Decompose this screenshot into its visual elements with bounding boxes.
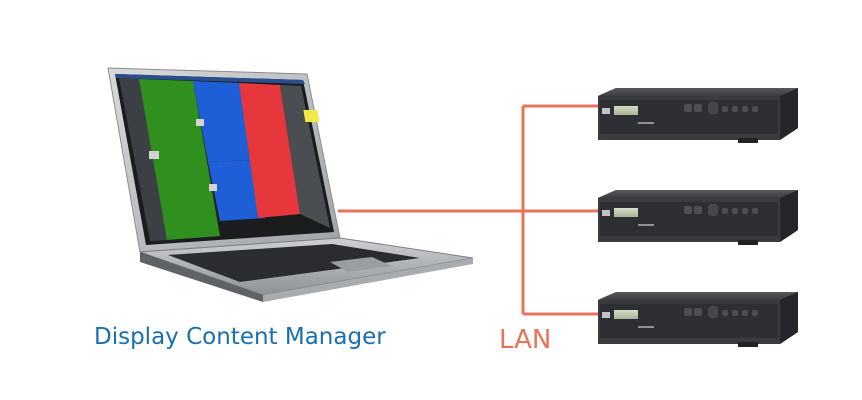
screen-highlight-swatch [303,110,320,122]
decoder-lcd [614,310,638,319]
screen-window-marker [209,184,217,191]
lan-caption: LAN [499,325,552,355]
laptop [107,67,474,302]
laptop-front-edge [140,252,263,302]
screen-sidebar [119,78,170,241]
screen-panel-green [139,79,220,240]
laptop-keyboard [168,244,420,282]
decoder-2 [598,190,798,245]
decoder-1 [598,88,798,143]
lan-connection-lines [338,104,598,316]
screen-window-marker [196,119,204,126]
decoder-3 [598,292,798,347]
screen-properties-pane [280,85,330,228]
screen-panel-blue-top [193,81,256,162]
screen-panel-blue-bottom [208,160,265,221]
screen-panel-red [239,83,300,218]
decoder-lcd [614,106,638,115]
laptop-caption: Display Content Manager [94,324,386,350]
decoder-stack [598,88,798,347]
decoder-lcd [614,208,638,217]
screen-window-marker [149,151,159,159]
laptop-screen [115,74,330,241]
laptop-touchpad [330,257,392,272]
